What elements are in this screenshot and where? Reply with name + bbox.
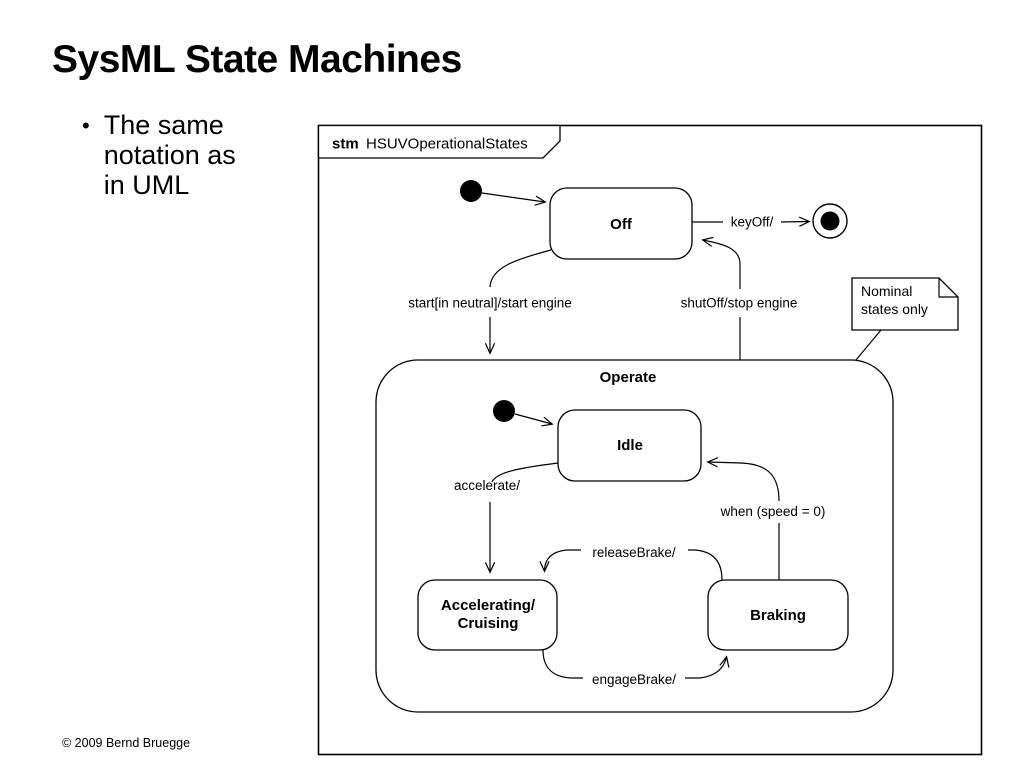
transition-shutoff-label: shutOff/stop engine <box>681 296 798 311</box>
bullet-line-3: in UML <box>103 170 190 200</box>
state-braking-label: Braking <box>750 607 806 624</box>
transition-engagebrake: engageBrake/ <box>542 649 730 687</box>
transition-keyoff-label: keyOff/ <box>731 215 774 230</box>
bullet-list: • The same notation as in UML <box>82 110 236 200</box>
frame-tab-label: stm HSUVOperationalStates <box>332 136 528 153</box>
state-accelerating-label-line1: Accelerating/ <box>441 597 536 614</box>
final-state <box>812 203 848 239</box>
bullet-line-1: The same <box>103 110 224 140</box>
transition-start-label: start[in neutral]/start engine <box>408 296 572 311</box>
inner-initial-transition-arrow <box>514 413 554 427</box>
state-idle: Idle <box>557 409 702 482</box>
state-off-label: Off <box>610 216 633 233</box>
bullet-line-2: notation as <box>103 140 236 170</box>
final-state-inner-dot <box>820 211 840 231</box>
copyright-text: © 2009 Bernd Bruegge <box>62 736 191 750</box>
frame-keyword: stm <box>332 136 359 153</box>
bullet-marker: • <box>82 113 90 138</box>
slide-title: SysML State Machines <box>52 38 462 81</box>
transition-releasebrake: releaseBrake/ <box>539 545 723 581</box>
initial-transition-arrow <box>481 192 547 206</box>
transition-accelerate: accelerate/ <box>454 462 559 574</box>
transition-engagebrake-label: engageBrake/ <box>592 672 676 687</box>
state-accelerating-label-line2: Cruising <box>458 615 519 632</box>
frame-name: HSUVOperationalStates <box>366 136 528 153</box>
transition-when-speed-label: when (speed = 0) <box>720 504 826 519</box>
state-accelerating-cruising: Accelerating/ Cruising <box>417 579 558 651</box>
note-connector <box>855 329 882 361</box>
state-braking: Braking <box>707 579 849 651</box>
transition-shutoff: shutOff/stop engine <box>681 236 798 360</box>
bullet-text: The same notation as in UML <box>104 110 236 200</box>
initial-state-dot <box>460 180 482 202</box>
inner-initial-state-dot <box>493 400 515 422</box>
transition-releasebrake-label: releaseBrake/ <box>592 545 676 560</box>
state-off: Off <box>549 187 693 260</box>
transition-keyoff: keyOff/ <box>692 215 811 230</box>
state-operate-label: Operate <box>600 369 657 386</box>
frame-tab <box>317 124 561 159</box>
state-idle-label: Idle <box>617 437 643 454</box>
note-nominal-states: Nominal states only <box>851 277 959 361</box>
transition-accelerate-label: accelerate/ <box>454 478 520 493</box>
note-text-line2: states only <box>861 301 928 317</box>
transition-start: start[in neutral]/start engine <box>408 249 572 355</box>
diagram-frame <box>317 124 983 756</box>
note-box <box>851 277 959 331</box>
note-fold-corner <box>938 278 958 298</box>
transition-when-speed: when (speed = 0) <box>706 457 826 580</box>
note-text-line1: Nominal <box>861 283 912 299</box>
